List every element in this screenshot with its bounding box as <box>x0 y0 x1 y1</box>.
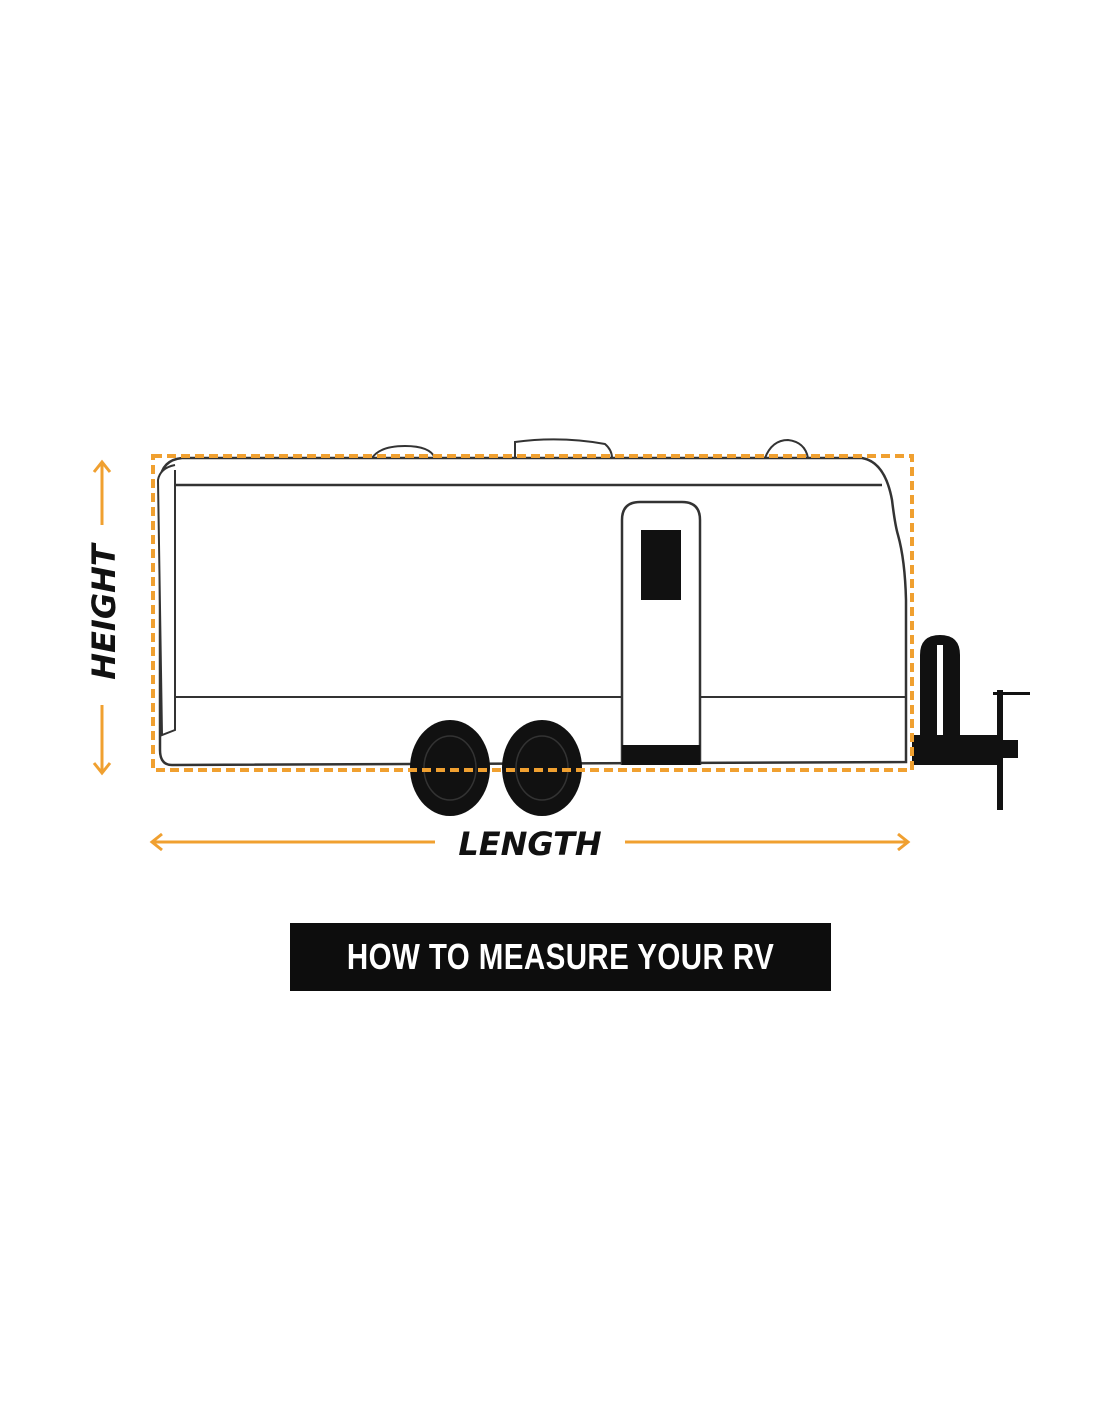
height-arrow <box>92 459 112 776</box>
length-arrow <box>149 832 911 852</box>
length-label: LENGTH <box>458 825 602 863</box>
door-step <box>622 745 700 765</box>
rv-body <box>158 456 908 767</box>
measurement-box <box>151 454 914 772</box>
rv-door <box>620 500 702 765</box>
door-window <box>641 530 681 600</box>
rv-hitch <box>912 635 1030 810</box>
rv-front-cap <box>156 464 176 737</box>
height-label: HEIGHT <box>85 542 123 680</box>
how-to-measure-banner: HOW TO MEASURE YOUR RV <box>290 923 831 991</box>
banner-text: HOW TO MEASURE YOUR RV <box>346 936 775 977</box>
roof-vents <box>371 438 809 459</box>
